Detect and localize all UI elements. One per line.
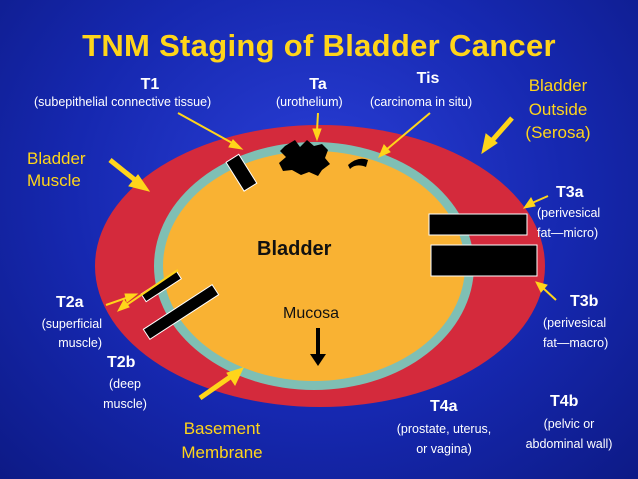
t3b-arrow-head xyxy=(535,281,548,293)
ta-arrow-shaft xyxy=(316,112,319,132)
basement-arrow-shaft xyxy=(198,372,235,401)
t3a-description-line1: (perivesical xyxy=(537,206,601,220)
t1-arrow-shaft xyxy=(177,112,235,145)
t3b-tumor xyxy=(430,244,538,277)
tis-arrow-head xyxy=(378,144,391,158)
ta-label: Ta xyxy=(309,76,327,93)
t3b-description-line2: fat—macro) xyxy=(543,336,609,350)
basement-membrane-line1: Basement xyxy=(183,419,261,438)
muscle-arrow-head xyxy=(128,174,151,192)
basement-membrane-line2: Membrane xyxy=(181,443,263,462)
t4b-description-line2: abdominal wall) xyxy=(525,437,613,451)
t2a-description-line1: (superficial xyxy=(41,317,102,331)
ta-description: (urothelium) xyxy=(276,95,343,109)
t2a-label: T2a xyxy=(56,294,84,311)
t4b-label: T4b xyxy=(550,393,579,410)
t2a-arrow-shaft xyxy=(105,296,130,306)
bladder-lumen xyxy=(163,151,465,381)
ta-arrow-head xyxy=(312,128,322,142)
t2b-tumor xyxy=(142,283,220,341)
mucosa-label: Mucosa xyxy=(283,305,340,322)
bladder-outside-line1: Bladder xyxy=(528,76,588,95)
t1-description: (subepithelial connective tissue) xyxy=(34,95,212,109)
bladder-muscle-line2: Muscle xyxy=(27,171,81,190)
t2b-label: T2b xyxy=(107,354,136,371)
tis-arrow-shaft xyxy=(385,112,431,151)
t4a-description-line1: (prostate, uterus, xyxy=(396,422,492,436)
t3a-tumor xyxy=(428,213,528,236)
t1-tumor xyxy=(225,153,258,192)
t2a-arrow-head xyxy=(124,293,139,303)
bladder-label: Bladder xyxy=(257,238,332,260)
serosa-arrow-head xyxy=(481,133,498,155)
t3b-arrow-shaft xyxy=(542,287,557,301)
bladder-outside-line3: (Serosa) xyxy=(525,123,591,142)
basement-arrow-head xyxy=(226,367,244,387)
t2b-arrow-head xyxy=(116,299,130,312)
t3a-arrow-head xyxy=(522,197,536,209)
t4a-description-line2: or vagina) xyxy=(416,442,472,456)
t3a-arrow-shaft xyxy=(531,195,549,204)
tis-description: (carcinoma in situ) xyxy=(370,95,473,109)
t1-arrow-head xyxy=(228,139,244,150)
tis-tumor xyxy=(348,158,368,169)
ta-tumor xyxy=(279,140,330,176)
t1-label: T1 xyxy=(140,76,160,93)
t2b-description-line2: muscle) xyxy=(103,397,147,411)
t3a-description-line2: fat—micro) xyxy=(537,226,599,240)
bladder-outside-line2: Outside xyxy=(528,100,588,119)
bladder-muscle-line1: Bladder xyxy=(27,149,86,168)
t2a-description-line2: muscle) xyxy=(58,336,102,350)
page-title: TNM Staging of Bladder Cancer xyxy=(82,28,556,63)
tis-label: Tis xyxy=(416,70,440,87)
t2b-arrow-shaft xyxy=(124,269,179,307)
t3b-label: T3b xyxy=(570,293,599,310)
t4a-label: T4a xyxy=(430,398,458,415)
serosa-arrow-shaft xyxy=(488,116,514,145)
mucosa-arrow-head xyxy=(310,354,326,366)
t3a-label: T3a xyxy=(556,184,584,201)
t3b-description-line1: (perivesical xyxy=(543,316,607,330)
t2b-description-line1: (deep xyxy=(109,377,141,391)
t4b-description-line1: (pelvic or xyxy=(543,417,595,431)
